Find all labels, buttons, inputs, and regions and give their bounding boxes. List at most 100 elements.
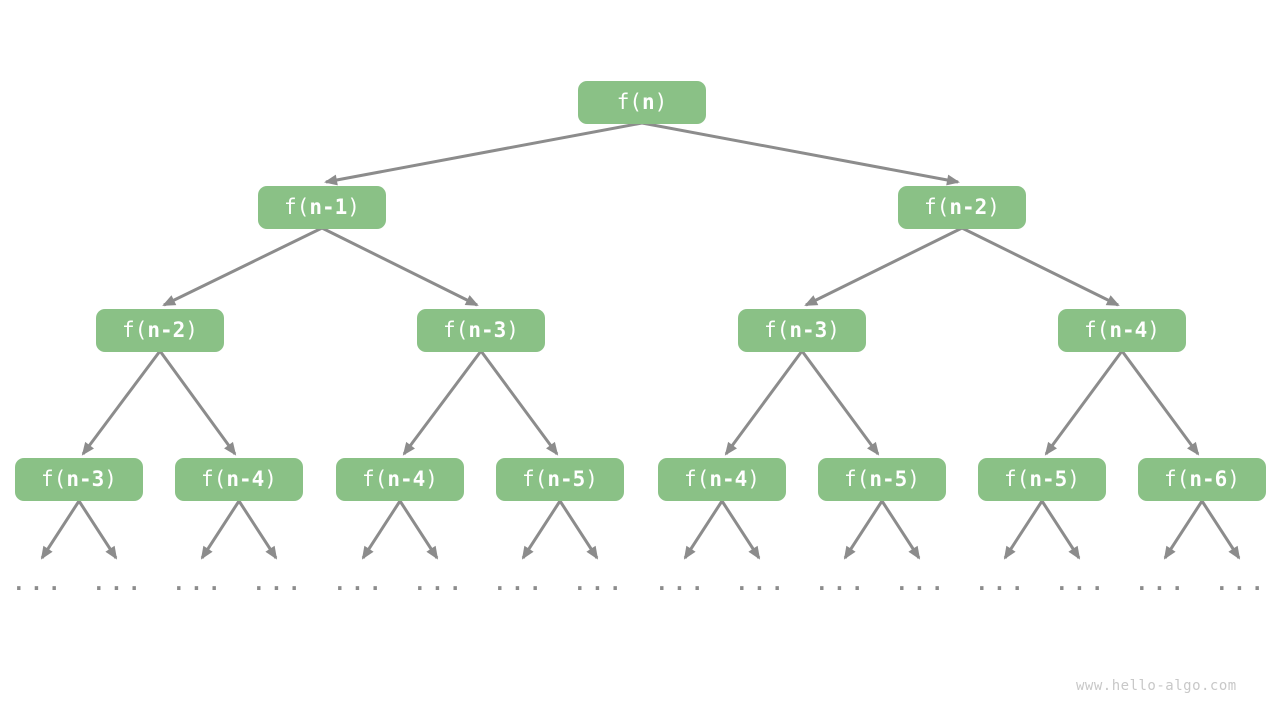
tree-edge <box>641 121 960 186</box>
node-label-suffix: ) <box>104 467 117 491</box>
tree-edge <box>479 350 559 456</box>
tree-edge <box>521 500 562 560</box>
tree-edge <box>1003 500 1044 560</box>
node-label-arg: n-6 <box>1189 467 1228 491</box>
node-label-prefix: f( <box>924 195 950 219</box>
tree-edge <box>237 500 278 560</box>
node-label-prefix: f( <box>844 467 870 491</box>
ellipsis: ... <box>815 571 869 595</box>
tree-edge <box>683 500 724 560</box>
ellipsis: ... <box>92 571 146 595</box>
ellipsis: ... <box>1215 571 1269 595</box>
node-label-suffix: ) <box>185 318 198 342</box>
tree-node-l2-1: f(n-3) <box>417 309 545 352</box>
tree-edge <box>724 350 804 456</box>
node-label-arg: n-4 <box>1109 318 1148 342</box>
ellipsis: ... <box>12 571 66 595</box>
node-label-prefix: f( <box>522 467 548 491</box>
node-label-arg: n-2 <box>147 318 186 342</box>
node-label-arg: n <box>641 90 655 114</box>
node-label-suffix: ) <box>654 90 668 114</box>
tree-node-l3-6: f(n-5) <box>978 458 1106 501</box>
node-label-suffix: ) <box>907 467 920 491</box>
tree-node-l3-4: f(n-4) <box>658 458 786 501</box>
node-label-suffix: ) <box>987 195 1000 219</box>
node-label-prefix: f( <box>201 467 227 491</box>
node-label-prefix: f( <box>362 467 388 491</box>
node-label-prefix: f( <box>1004 467 1030 491</box>
ellipsis: ... <box>735 571 789 595</box>
node-label-prefix: f( <box>764 318 790 342</box>
node-label-suffix: ) <box>747 467 760 491</box>
node-label-prefix: f( <box>684 467 710 491</box>
ellipsis: ... <box>172 571 226 595</box>
node-label-prefix: f( <box>284 195 310 219</box>
tree-edge <box>361 500 402 560</box>
tree-edge <box>40 500 81 560</box>
tree-edge <box>800 350 880 456</box>
watermark: www.hello-algo.com <box>1076 678 1237 694</box>
tree-node-l2-2: f(n-3) <box>738 309 866 352</box>
tree-edge <box>558 500 599 560</box>
node-label-suffix: ) <box>1147 318 1160 342</box>
tree-edge <box>81 350 162 456</box>
node-label-prefix: f( <box>122 318 148 342</box>
node-label-suffix: ) <box>585 467 598 491</box>
tree-node-l3-3: f(n-5) <box>496 458 624 501</box>
tree-edge <box>200 500 241 560</box>
node-label-suffix: ) <box>347 195 360 219</box>
node-label-arg: n-5 <box>547 467 586 491</box>
tree-edge <box>720 500 761 560</box>
tree-edge <box>158 350 237 456</box>
tree-node-l3-2: f(n-4) <box>336 458 464 501</box>
tree-node-l3-0: f(n-3) <box>15 458 143 501</box>
node-label-suffix: ) <box>1067 467 1080 491</box>
node-label-arg: n-4 <box>387 467 426 491</box>
tree-node-l2-3: f(n-4) <box>1058 309 1186 352</box>
node-label-arg: n-3 <box>66 467 105 491</box>
tree-node-l1-1: f(n-2) <box>898 186 1026 229</box>
tree-edge <box>1163 500 1204 560</box>
node-label-suffix: ) <box>827 318 840 342</box>
tree-edge <box>398 500 439 560</box>
tree-edge <box>843 500 884 560</box>
tree-edge <box>804 226 963 307</box>
ellipsis: ... <box>1055 571 1109 595</box>
tree-edge <box>324 121 643 186</box>
node-label-arg: n-2 <box>949 195 988 219</box>
tree-node-l3-1: f(n-4) <box>175 458 303 501</box>
ellipsis: ... <box>493 571 547 595</box>
node-label-prefix: f( <box>443 318 469 342</box>
node-label-suffix: ) <box>425 467 438 491</box>
tree-edge <box>1040 500 1081 560</box>
tree-edge <box>1120 350 1200 456</box>
node-label-arg: n-1 <box>309 195 348 219</box>
node-label-arg: n-3 <box>789 318 828 342</box>
tree-node-l2-0: f(n-2) <box>96 309 224 352</box>
tree-edge <box>961 226 1120 307</box>
ellipsis: ... <box>895 571 949 595</box>
node-label-arg: n-5 <box>869 467 908 491</box>
node-label-suffix: ) <box>264 467 277 491</box>
tree-edge <box>1200 500 1241 560</box>
ellipsis: ... <box>655 571 709 595</box>
node-label-arg: n-4 <box>709 467 748 491</box>
tree-edge <box>1044 350 1124 456</box>
tree-edge <box>77 500 118 560</box>
ellipsis: ... <box>573 571 627 595</box>
node-label-prefix: f( <box>616 90 642 114</box>
ellipsis: ... <box>252 571 306 595</box>
tree-node-l3-5: f(n-5) <box>818 458 946 501</box>
tree-node-l3-7: f(n-6) <box>1138 458 1266 501</box>
node-label-prefix: f( <box>1164 467 1190 491</box>
tree-node-l1-0: f(n-1) <box>258 186 386 229</box>
ellipsis: ... <box>333 571 387 595</box>
tree-edge <box>402 350 483 456</box>
node-label-prefix: f( <box>1084 318 1110 342</box>
node-label-arg: n-4 <box>226 467 265 491</box>
ellipsis: ... <box>1135 571 1189 595</box>
tree-edge <box>321 226 479 307</box>
node-label-arg: n-3 <box>468 318 507 342</box>
